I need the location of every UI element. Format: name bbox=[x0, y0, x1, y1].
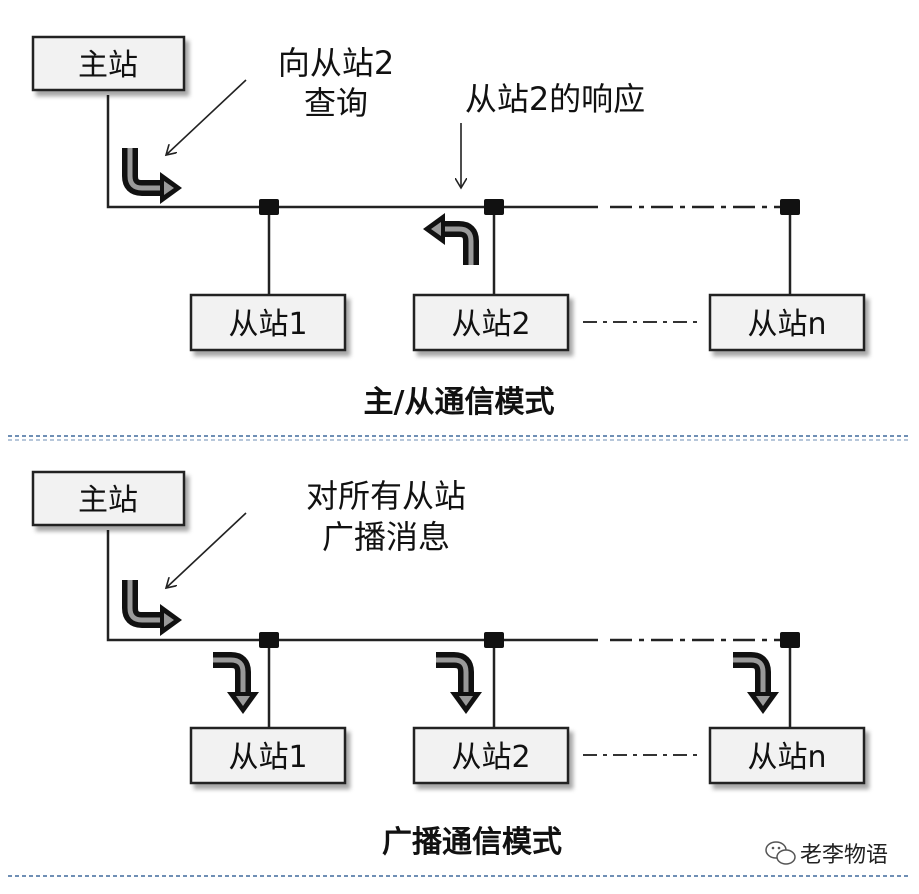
broadcast-section: 主站 从站1 从站2 从站n 对所有从站 广播消息 广播通信模式 bbox=[31, 470, 866, 860]
top-query-note-line1: 向从站2 bbox=[278, 44, 394, 82]
bottom-master-station: 主站 bbox=[31, 470, 186, 527]
top-slave-n-label: 从站n bbox=[747, 307, 826, 342]
bottom-slave-1: 从站1 bbox=[189, 726, 347, 785]
top-slave-2: 从站2 bbox=[412, 293, 570, 352]
bottom-down-arrow-2-icon bbox=[436, 660, 482, 714]
bottom-down-arrow-1-icon bbox=[213, 660, 259, 714]
bottom-node-1 bbox=[259, 632, 279, 648]
watermark: 老李物语 bbox=[765, 841, 888, 868]
bottom-down-arrow-n-icon bbox=[733, 660, 779, 714]
top-slave-n: 从站n bbox=[708, 293, 866, 352]
top-response-note: 从站2的响应 bbox=[465, 80, 645, 118]
bottom-node-2 bbox=[484, 632, 504, 648]
bottom-slave-2-label: 从站2 bbox=[451, 740, 530, 775]
bottom-caption: 广播通信模式 bbox=[382, 825, 562, 860]
top-query-pointer bbox=[166, 79, 247, 155]
top-query-arrow-icon bbox=[130, 148, 182, 204]
top-slave-1: 从站1 bbox=[189, 293, 347, 352]
top-node-1 bbox=[259, 199, 279, 215]
top-master-station: 主站 bbox=[31, 35, 186, 92]
bottom-slave-n: 从站n bbox=[708, 726, 866, 785]
bottom-broadcast-pointer bbox=[166, 512, 247, 588]
bottom-broadcast-note-line2: 广播消息 bbox=[322, 518, 450, 556]
top-slave-2-label: 从站2 bbox=[451, 307, 530, 342]
bottom-slave-n-label: 从站n bbox=[747, 740, 826, 775]
bottom-broadcast-arrow-icon bbox=[130, 580, 182, 636]
bottom-slave-1-label: 从站1 bbox=[228, 740, 307, 775]
bottom-master-label: 主站 bbox=[78, 483, 138, 518]
master-slave-section: 主站 从站1 从站2 从站n 向从站2 查询 从站2的响应 主/从通信模式 bbox=[31, 35, 866, 420]
bottom-node-n bbox=[780, 632, 800, 648]
top-bus-line bbox=[106, 95, 598, 209]
bottom-broadcast-note-line1: 对所有从站 bbox=[306, 477, 466, 515]
top-caption: 主/从通信模式 bbox=[364, 385, 555, 420]
wechat-icon bbox=[765, 841, 796, 865]
top-query-note-line2: 查询 bbox=[304, 84, 368, 122]
top-slave-1-label: 从站1 bbox=[228, 307, 307, 342]
top-node-2 bbox=[484, 199, 504, 215]
watermark-text: 老李物语 bbox=[800, 843, 888, 868]
top-master-label: 主站 bbox=[78, 48, 138, 83]
top-node-n bbox=[780, 199, 800, 215]
bottom-slave-2: 从站2 bbox=[412, 726, 570, 785]
top-response-arrow-icon bbox=[423, 213, 471, 265]
bottom-bus-line bbox=[106, 530, 598, 642]
